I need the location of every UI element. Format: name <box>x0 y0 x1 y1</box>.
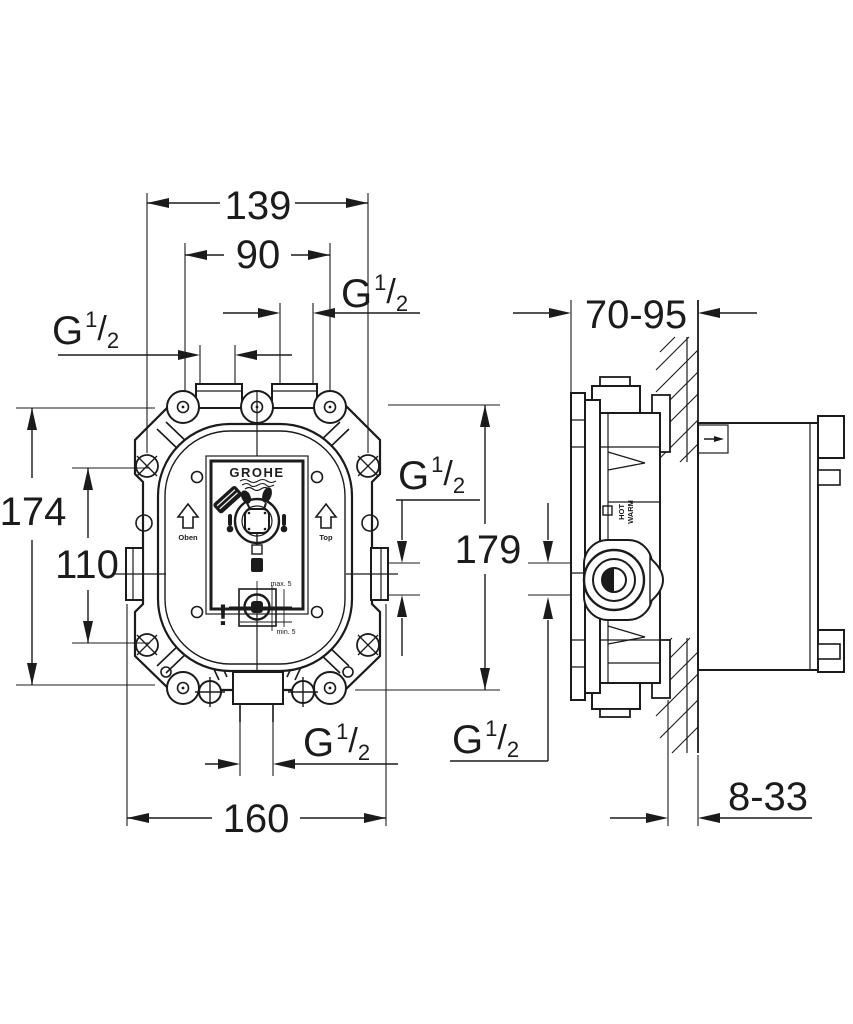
hot-label: HOT <box>617 504 626 520</box>
dim-160: 160 <box>127 797 386 841</box>
dim-90: 90 <box>185 233 330 277</box>
note-max: max. 5 <box>270 581 291 588</box>
cartridge-icon <box>226 487 288 572</box>
dim-160-value: 160 <box>223 797 290 841</box>
dimensions: 139 90 174 110 160 1 <box>0 184 812 841</box>
bottom-port <box>232 671 284 722</box>
stub-bottom-cap <box>599 708 631 718</box>
grohe-logo: GROHE <box>229 465 284 480</box>
top-label: Top <box>319 533 333 542</box>
front-view: GROHE <box>114 383 398 722</box>
dim-g12-top-right: G1/2 <box>223 270 420 318</box>
dim-g12-side-view: G1/2 <box>450 503 553 762</box>
g12-label: G1/2 <box>52 307 119 353</box>
instruction-label: GROHE <box>205 455 309 636</box>
note-min: min. 5 <box>276 629 295 636</box>
top-port-left <box>195 383 243 409</box>
dim-179-value: 179 <box>455 528 522 572</box>
dim-174: 174 <box>0 408 66 685</box>
warning-mark: ! <box>218 599 228 632</box>
body-inner-outline <box>164 430 346 665</box>
side-view: HOT WARM <box>570 300 845 754</box>
shower-head-icon <box>213 485 242 514</box>
up-arrow-right-icon <box>314 502 338 529</box>
stub-top-cap <box>599 376 631 387</box>
dim-179: 179 <box>455 405 522 690</box>
bottom-lugs <box>166 671 347 707</box>
dim-139-value: 139 <box>225 184 292 228</box>
dim-139: 139 <box>147 184 368 228</box>
dim-110-value: 110 <box>55 543 119 587</box>
warm-label: WARM <box>626 500 635 524</box>
orientation-arrows: Oben Top <box>176 502 338 542</box>
g12-label: G1/2 <box>303 719 370 765</box>
dim-g12-top-left: G1/2 <box>52 307 292 360</box>
flow-arrow-icon <box>704 436 724 442</box>
g12-label: G1/2 <box>452 716 519 762</box>
top-port-right <box>271 383 318 409</box>
dim-90-value: 90 <box>236 233 281 277</box>
g12-label: G1/2 <box>341 270 408 316</box>
logo-waves-icon <box>239 478 277 492</box>
oben-label: Oben <box>178 533 198 542</box>
dim-174-value: 174 <box>0 490 66 534</box>
corner-screw-holes <box>135 454 380 657</box>
dim-70-95-value: 70-95 <box>585 293 687 337</box>
up-arrow-left-icon <box>176 502 200 529</box>
dim-g12-side-right: G1/2 <box>396 452 480 656</box>
dim-70-95: 70-95 <box>513 293 757 337</box>
hot-side-marking: HOT WARM <box>602 500 635 524</box>
dim-8-33-value: 8-33 <box>728 775 808 819</box>
dim-g12-bottom-front: G1/2 <box>205 719 398 769</box>
back-housing <box>697 415 845 673</box>
depth-gauge-icon: max. 5 min. 5 <box>229 581 296 636</box>
flange-holes <box>135 470 379 678</box>
g12-label: G1/2 <box>398 452 465 498</box>
centerlines <box>114 390 398 672</box>
extension-lines <box>16 193 699 826</box>
dim-110: 110 <box>55 468 119 643</box>
dim-8-33: 8-33 <box>610 775 812 823</box>
side-port-connection <box>582 539 664 621</box>
